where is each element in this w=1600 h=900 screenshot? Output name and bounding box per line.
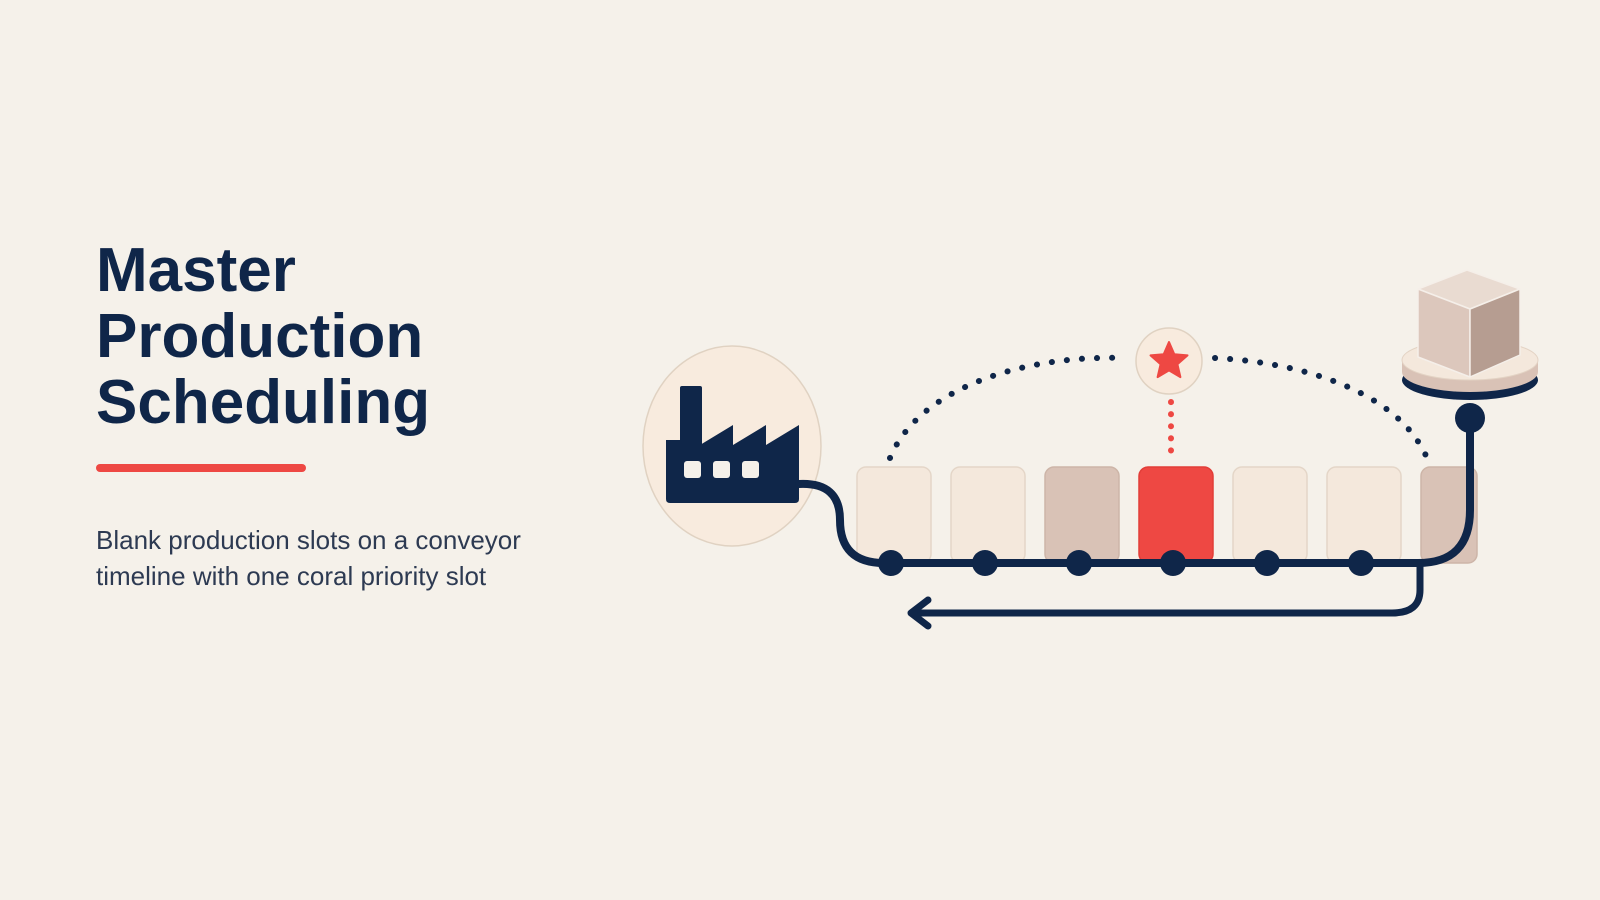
page-title: Master Production Scheduling [96,238,576,436]
conveyor-node [1066,550,1092,576]
subtitle-line-1: Blank production slots on a conveyor [96,525,521,555]
title-line-3: Scheduling [96,368,431,437]
production-slots [856,466,1478,564]
priority-slot [1138,466,1214,564]
conveyor-node [1348,550,1374,576]
dotted-arc-left [887,354,1126,461]
return-line [911,559,1424,617]
title-accent-bar [96,464,306,472]
title-line-2: Production [96,302,424,371]
production-slot [950,466,1026,564]
dotted-arc-right [1212,355,1430,461]
factory-icon [666,386,799,503]
cube-icon [1417,269,1521,378]
conveyor-nodes [878,550,1374,576]
star-icon [1149,341,1189,379]
subtitle-line-2: timeline with one coral priority slot [96,561,487,591]
production-slot [856,466,932,564]
conveyor-node [878,550,904,576]
conveyor-line [795,414,1474,567]
conveyor-node [1160,550,1186,576]
conveyor-node [1254,550,1280,576]
arrow-left-icon [907,596,932,630]
production-slot [1326,466,1402,564]
factory-source [642,345,822,547]
destination-platform [1401,269,1539,433]
title-line-1: Master [96,236,296,305]
conveyor-node [972,550,998,576]
priority-marker [1135,327,1203,395]
production-slot [1232,466,1308,564]
production-slot [1044,466,1120,564]
subtitle: Blank production slots on a conveyor tim… [96,522,596,594]
